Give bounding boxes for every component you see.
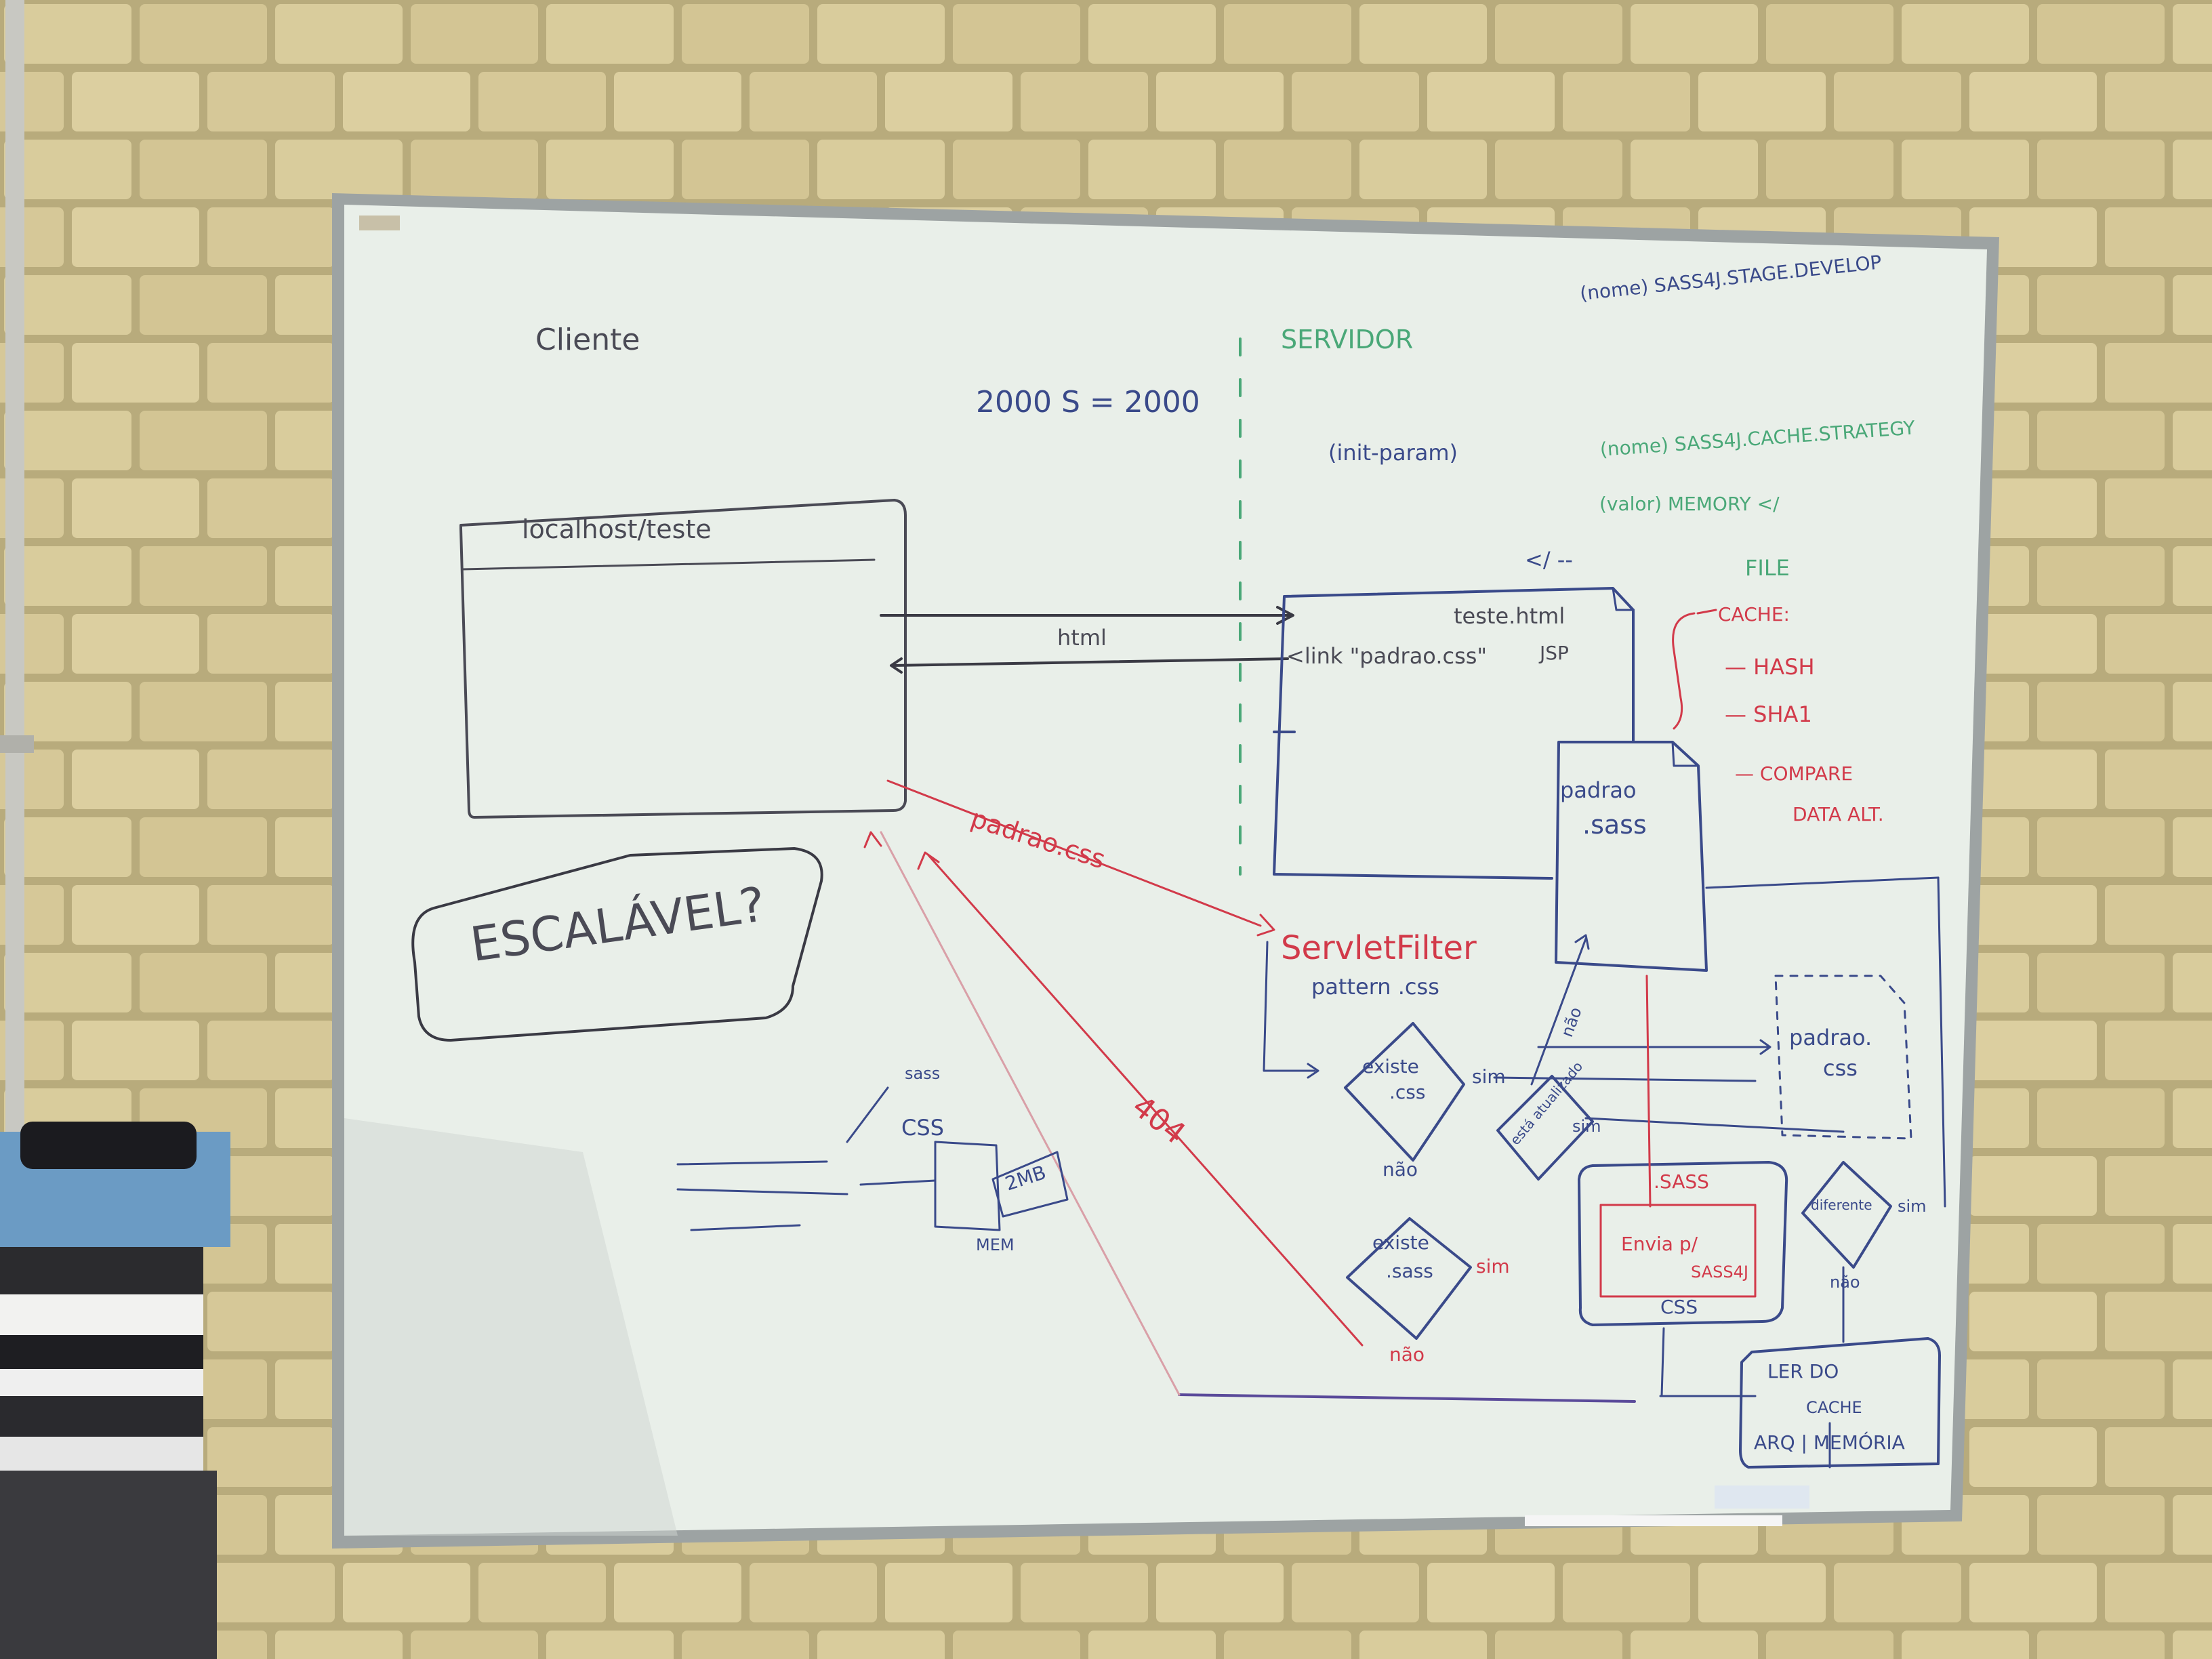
server-label: SERVIDOR: [1281, 325, 1414, 354]
diferente-diamond: [1801, 1161, 1892, 1269]
padrao-sass-label-1: padrao: [1560, 777, 1637, 803]
escalavel-box-sketch: [411, 847, 823, 1042]
sass-label: .SASS: [1654, 1170, 1709, 1193]
diferente-sim: sim: [1898, 1197, 1927, 1216]
padrao-css-label-1: padrao.: [1789, 1025, 1872, 1050]
mini-mem: MEM: [976, 1235, 1015, 1254]
atualizado-diamond: [1496, 1075, 1594, 1181]
whiteboard-surface: [344, 205, 1987, 1536]
padrao-sass-label-2: .sass: [1582, 810, 1647, 840]
arrow-html-label: html: [1057, 625, 1107, 651]
existe-css-nao: não: [1382, 1158, 1418, 1181]
mini-box: [934, 1141, 1001, 1231]
existe-css-text-1: existe: [1362, 1055, 1419, 1078]
envia-sass4j-inner: [1599, 1204, 1757, 1298]
css-label: CSS: [1660, 1296, 1698, 1318]
existe-sass-text-2: .sass: [1386, 1260, 1433, 1282]
books-stack: [0, 1122, 230, 1659]
mini-sass: sass: [905, 1064, 941, 1083]
cache-hash: — HASH: [1725, 654, 1815, 680]
ler-do-cache-1: LER DO: [1767, 1360, 1839, 1382]
existe-css-diamond: [1344, 1022, 1465, 1162]
existe-sass-diamond: [1346, 1217, 1472, 1340]
envia-sass4j-box: [1578, 1161, 1788, 1326]
browser-window-sketch: [459, 499, 907, 819]
param-value-memory: (valor) MEMORY </: [1599, 493, 1780, 515]
init-param: (init-param): [1328, 440, 1458, 466]
existe-sass-nao: não: [1389, 1343, 1425, 1366]
link-padrao-css: <link "padrao.css": [1286, 643, 1488, 669]
diferente-text: diferente: [1811, 1197, 1872, 1213]
padrao-css-label-2: css: [1823, 1055, 1858, 1081]
existe-sass-text-1: existe: [1372, 1231, 1429, 1254]
teste-html-label: teste.html: [1454, 603, 1565, 629]
param-close: </ --: [1525, 547, 1573, 573]
pattern-css-label: pattern .css: [1311, 974, 1439, 1000]
arq-memoria: ARQ | MEMÓRIA: [1754, 1431, 1905, 1454]
resolution-note: 2000 S = 2000: [976, 385, 1200, 419]
cache-label: CACHE:: [1718, 603, 1790, 626]
existe-css-sim: sim: [1472, 1065, 1506, 1088]
envia-sass4j-text-2: SASS4J: [1691, 1263, 1748, 1282]
atualizado-sim: sim: [1572, 1117, 1601, 1136]
ler-do-cache-2: CACHE: [1806, 1398, 1862, 1417]
browser-url: localhost/teste: [522, 514, 712, 544]
param-file: FILE: [1745, 555, 1790, 581]
diferente-nao: não: [1830, 1273, 1860, 1292]
mini-css: CSS: [901, 1115, 944, 1141]
cache-sha1: — SHA1: [1725, 701, 1812, 727]
servlet-filter-label: ServletFilter: [1281, 929, 1477, 967]
cache-compare: — COMPARE: [1735, 762, 1853, 785]
padrao-sass-doc: [1555, 741, 1708, 972]
cache-data-alt: DATA ALT.: [1793, 803, 1884, 825]
jsp-label: JSP: [1540, 642, 1569, 664]
existe-sass-sim: sim: [1476, 1255, 1510, 1277]
padrao-css-doc: [1774, 975, 1912, 1140]
envia-sass4j-text-1: Envia p/: [1621, 1233, 1698, 1255]
client-label: Cliente: [535, 323, 640, 357]
wall-pipe: [5, 0, 24, 1186]
existe-css-text-2: .css: [1389, 1081, 1426, 1103]
ler-do-cache-box: [1739, 1337, 1941, 1469]
